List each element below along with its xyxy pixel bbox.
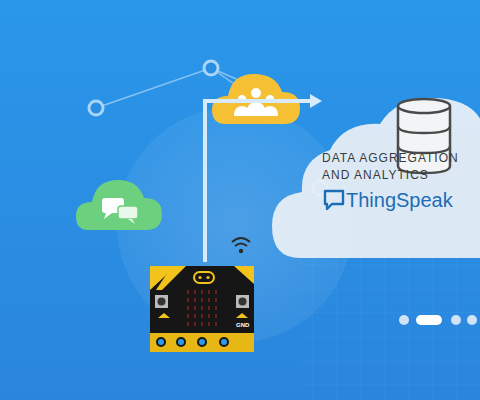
microbit-board bbox=[150, 266, 254, 352]
led bbox=[194, 322, 196, 326]
thingspeak-logo-icon bbox=[322, 189, 346, 211]
led bbox=[215, 306, 217, 310]
led bbox=[215, 322, 217, 326]
connection-arrow bbox=[205, 101, 312, 262]
led bbox=[187, 290, 189, 294]
led bbox=[208, 322, 210, 326]
led bbox=[208, 290, 210, 294]
brand-name: ThingSpeak bbox=[346, 188, 453, 212]
cloud-heading: DATA AGGREGATION AND ANALYTICS bbox=[322, 150, 474, 184]
led bbox=[187, 298, 189, 302]
arrow-head bbox=[310, 94, 322, 108]
slider-dots bbox=[399, 315, 477, 325]
led bbox=[215, 298, 217, 302]
led bbox=[201, 322, 203, 326]
analytics-cloud-box: DATA AGGREGATION AND ANALYTICS ThingSpea… bbox=[322, 150, 474, 212]
led bbox=[201, 306, 203, 310]
led bbox=[215, 290, 217, 294]
led bbox=[215, 314, 217, 318]
led bbox=[201, 298, 203, 302]
led bbox=[194, 290, 196, 294]
led bbox=[187, 314, 189, 318]
led bbox=[194, 306, 196, 310]
led bbox=[194, 298, 196, 302]
wifi-symbol bbox=[232, 238, 250, 246]
analytics-cloud bbox=[272, 98, 480, 258]
led bbox=[187, 322, 189, 326]
led bbox=[194, 314, 196, 318]
led bbox=[208, 314, 210, 318]
led bbox=[208, 298, 210, 302]
chat-cloud bbox=[76, 180, 162, 230]
led bbox=[208, 306, 210, 310]
pin-label: GND bbox=[236, 322, 249, 328]
network-dots bbox=[89, 61, 327, 195]
led bbox=[201, 314, 203, 318]
led bbox=[187, 306, 189, 310]
led bbox=[201, 290, 203, 294]
